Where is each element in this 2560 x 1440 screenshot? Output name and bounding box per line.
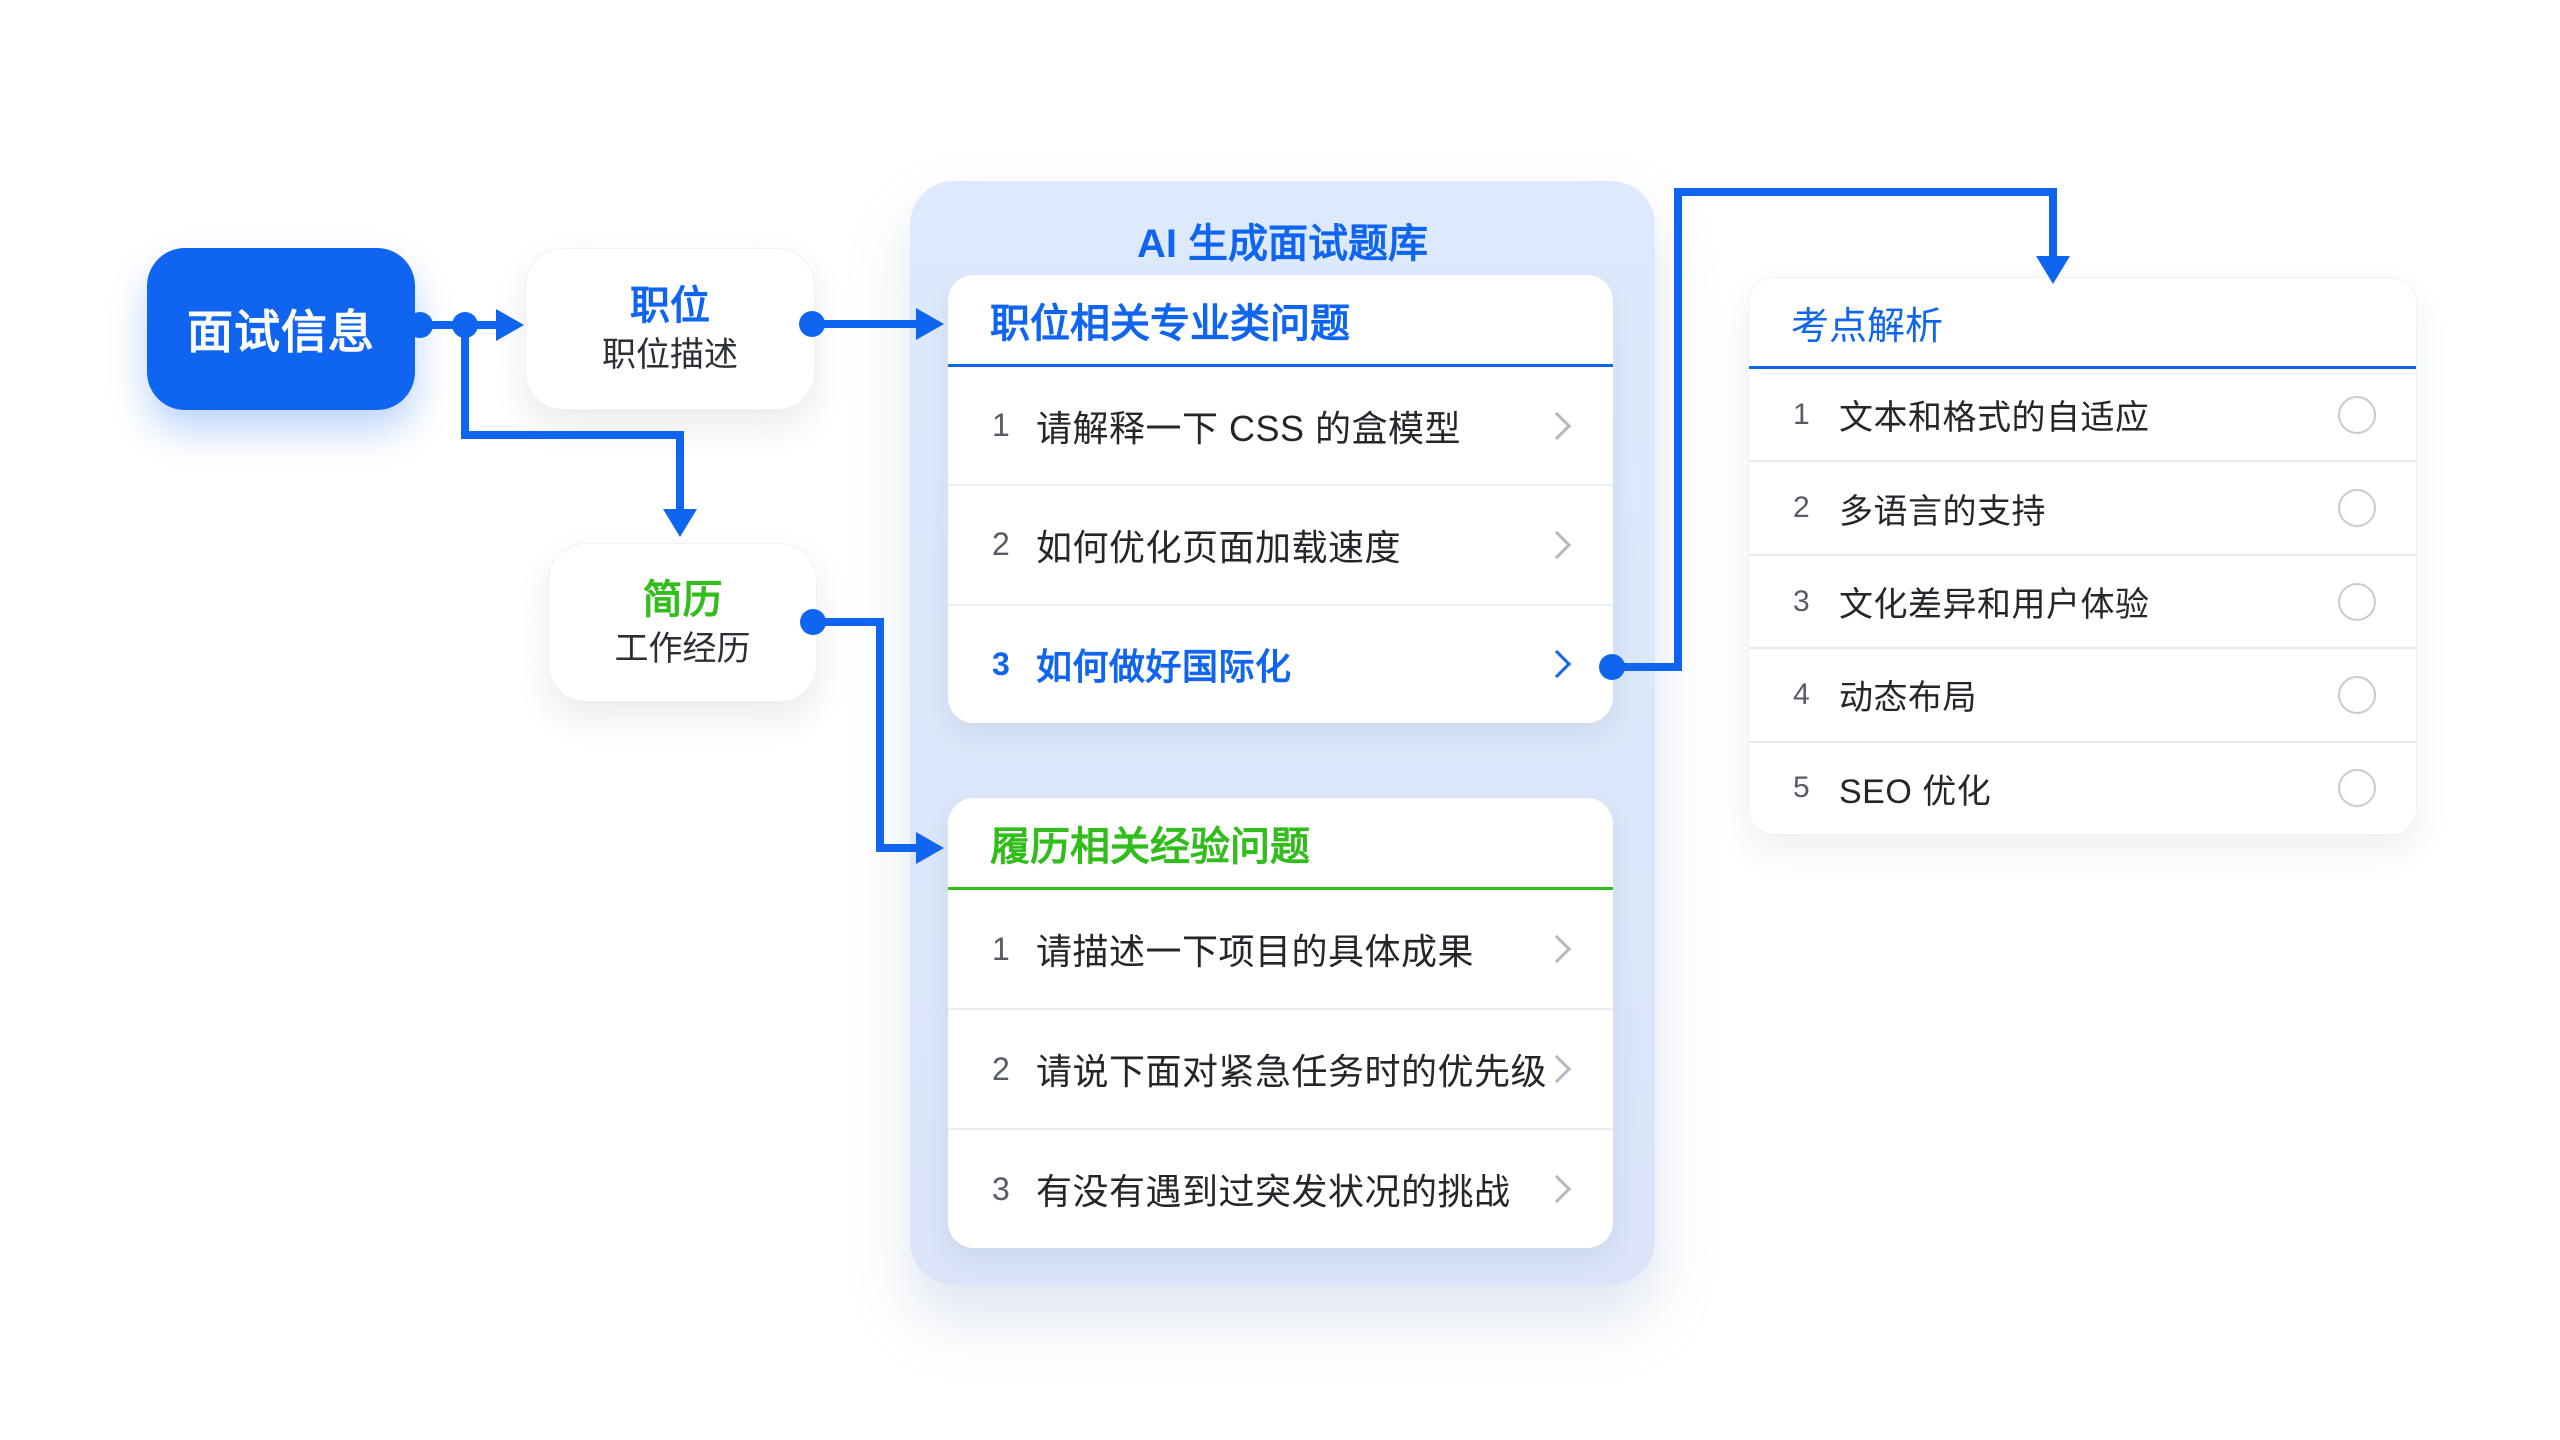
analysis-row-number: 2 [1793,491,1810,525]
question-card-position-title: 职位相关专业类问题 [948,275,1613,367]
node-position: 职位 职位描述 [525,248,815,410]
analysis-row-number: 3 [1793,584,1810,618]
question-item-number: 1 [992,407,1010,444]
analysis-title: 考点解析 [1749,278,2416,369]
question-item-number: 3 [992,645,1010,682]
chevron-right-icon [1542,934,1572,964]
node-position-title: 职位 [630,284,710,328]
node-interview-info: 面试信息 [147,248,415,410]
question-item-active[interactable]: 3 如何做好国际化 [948,603,1613,723]
chevron-right-icon [1542,1174,1572,1204]
analysis-row-text: 动态布局 [1839,679,1977,718]
analysis-row-number: 5 [1793,771,1810,805]
chevron-right-icon [1542,1054,1572,1084]
question-item-text: 有没有遇到过突发状况的挑战 [1036,1171,1511,1212]
radio-unchecked-icon[interactable] [2338,582,2376,621]
analysis-row-text: 文本和格式的自适应 [1839,399,2150,438]
connector-dot [452,312,478,338]
analysis-row[interactable]: 5 SEO 优化 [1749,740,2416,834]
radio-unchecked-icon[interactable] [2338,489,2376,528]
analysis-row[interactable]: 2 多语言的支持 [1749,460,2416,553]
question-bank-title: AI 生成面试题库 [1136,222,1429,266]
question-item-number: 2 [992,1050,1010,1087]
analysis-row-number: 4 [1793,677,1810,711]
question-item-number: 3 [992,1170,1010,1207]
question-card-resume: 履历相关经验问题 1 请描述一下项目的具体成果 2 请说下面对紧急任务时的优先级… [948,798,1613,1248]
analysis-row[interactable]: 4 动态布局 [1749,647,2416,740]
analysis-row-text: 多语言的支持 [1839,492,2046,531]
analysis-row-text: 文化差异和用户体验 [1839,586,2150,625]
node-resume-subtitle: 工作经历 [614,629,751,668]
question-item-text: 如何优化页面加载速度 [1036,526,1402,568]
question-item-text: 请描述一下项目的具体成果 [1036,931,1475,972]
radio-unchecked-icon[interactable] [2338,675,2376,714]
radio-unchecked-icon[interactable] [2338,395,2376,434]
analysis-row[interactable]: 1 文本和格式的自适应 [1749,369,2416,460]
chevron-right-icon [1542,411,1572,440]
question-item-text: 请说下面对紧急任务时的优先级 [1036,1051,1548,1092]
question-item-text: 请解释一下 CSS 的盒模型 [1036,407,1462,449]
question-item-number: 2 [992,526,1010,563]
question-item[interactable]: 2 请说下面对紧急任务时的优先级 [948,1008,1613,1128]
node-position-subtitle: 职位描述 [602,336,738,374]
question-card-resume-title: 履历相关经验问题 [948,798,1613,890]
radio-unchecked-icon[interactable] [2338,769,2376,808]
analysis-row-text: SEO 优化 [1839,772,1992,811]
chevron-right-icon [1542,650,1572,679]
question-item[interactable]: 3 有没有遇到过突发状况的挑战 [948,1128,1613,1248]
node-resume: 简历 工作经历 [548,543,817,702]
node-interview-info-label: 面试信息 [187,306,375,358]
question-item-number: 1 [992,930,1010,967]
question-bank-panel: AI 生成面试题库 职位相关专业类问题 1 请解释一下 CSS 的盒模型 2 如… [910,181,1655,1285]
question-item-text: 如何做好国际化 [1036,646,1292,688]
analysis-row-number: 1 [1793,397,1810,431]
question-item[interactable]: 2 如何优化页面加载速度 [948,484,1613,604]
question-card-position: 职位相关专业类问题 1 请解释一下 CSS 的盒模型 2 如何优化页面加载速度 … [948,275,1613,723]
arrowhead-right-icon [496,309,524,341]
node-resume-title: 简历 [642,577,723,622]
analysis-row[interactable]: 3 文化差异和用户体验 [1749,553,2416,647]
chevron-right-icon [1542,530,1572,560]
question-item[interactable]: 1 请描述一下项目的具体成果 [948,890,1613,1008]
arrowhead-down-icon [663,509,697,537]
analysis-panel: 考点解析 1 文本和格式的自适应 2 多语言的支持 3 文化差异和用户体验 4 … [1748,277,2417,835]
question-item[interactable]: 1 请解释一下 CSS 的盒模型 [948,367,1613,485]
